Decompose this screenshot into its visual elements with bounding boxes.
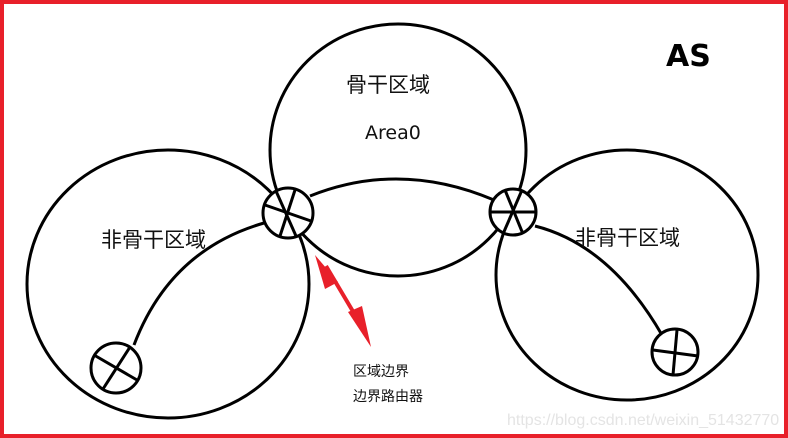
backbone-link: [309, 177, 495, 202]
annotation-line-2: 边界路由器: [353, 389, 423, 405]
watermark: https://blog.csdn.net/weixin_51432770: [507, 412, 779, 429]
left-nonbackbone-area-circle: [25, 148, 311, 420]
left-area-label: 非骨干区域: [101, 228, 206, 252]
right-abr-router-icon: [488, 187, 538, 237]
right-area-label: 非骨干区域: [575, 226, 680, 250]
left-internal-router-icon: [89, 341, 143, 395]
backbone-area-label: 骨干区域: [346, 73, 430, 97]
as-label: AS: [666, 39, 711, 74]
left-area-link: [132, 221, 265, 346]
backbone-area-id: Area0: [365, 122, 421, 144]
abr-pointer-double-arrow-icon: [315, 255, 371, 347]
right-internal-router-icon: [650, 327, 700, 377]
backbone-area-circle: [268, 22, 528, 278]
annotation-line-1: 区域边界: [353, 364, 409, 380]
right-area-link: [534, 224, 664, 336]
right-nonbackbone-area-circle: [494, 148, 760, 402]
left-abr-router-icon: [261, 186, 315, 240]
